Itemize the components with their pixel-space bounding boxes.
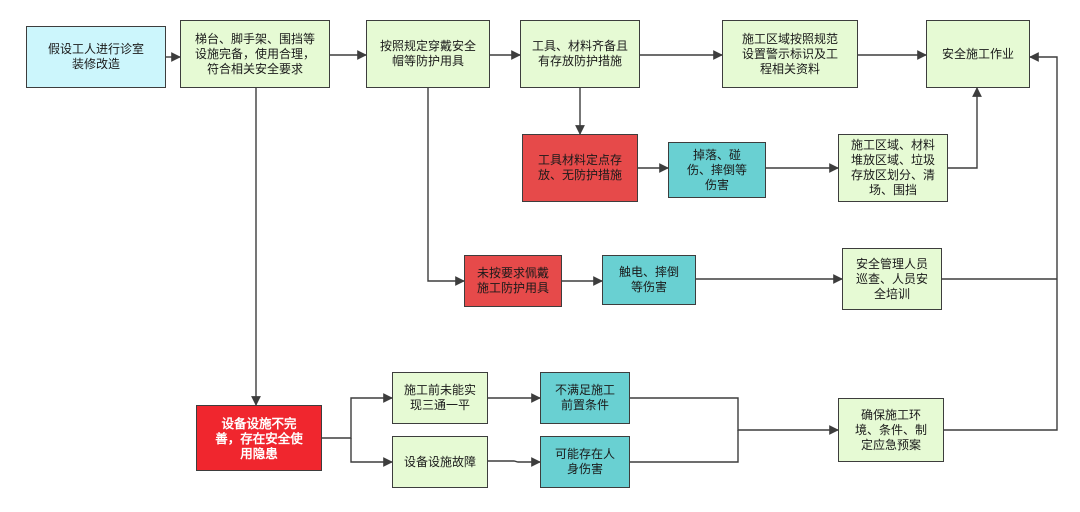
edge-n13-n15 bbox=[350, 438, 393, 467]
node-electric-shock: 触电、摔倒 等伤害 bbox=[602, 255, 696, 305]
edge-n15-n17 bbox=[488, 457, 541, 467]
node-equipment-hazard: 设备设施不完 善，存在安全使 用隐患 bbox=[196, 405, 322, 471]
node-facilities-complete: 梯台、脚手架、围挡等 设施完备，使用合理， 符合相关安全要求 bbox=[180, 20, 330, 88]
node-tools-ready: 工具、材料齐备且 有存放防护措施 bbox=[520, 20, 640, 88]
node-tools-no-protection: 工具材料定点存 放、无防护措施 bbox=[522, 134, 638, 202]
edge-n9-n6 bbox=[948, 87, 982, 169]
node-equipment-failure: 设备设施故障 bbox=[392, 436, 488, 488]
edge-n17-n18 bbox=[630, 430, 739, 463]
node-wear-helmet: 按照规定穿戴安全 帽等防护用具 bbox=[366, 20, 490, 88]
edge-n16-n18 bbox=[630, 397, 839, 435]
edge-n18-n6 bbox=[944, 52, 1058, 431]
node-no-protective-gear: 未按要求佩戴 施工防护用具 bbox=[464, 255, 562, 307]
node-warning-signs: 施工区域按照规范 设置警示标识及工 程相关资料 bbox=[722, 20, 858, 88]
edge-n3-n10 bbox=[427, 88, 465, 286]
edge-n13-n14 bbox=[322, 393, 393, 439]
node-area-division: 施工区域、材料 堆放区域、垃圾 存放区划分、清 场、围挡 bbox=[838, 134, 948, 202]
node-fall-injury: 掉落、碰 伤、摔倒等 伤害 bbox=[668, 142, 766, 198]
node-conditions-not-met: 不满足施工 前置条件 bbox=[540, 372, 630, 424]
node-preconditions-unmet: 施工前未能实 现三通一平 bbox=[392, 372, 488, 424]
node-emergency-plan: 确保施工环 境、条件、制 定应急预案 bbox=[838, 398, 944, 462]
node-safe-operation: 安全施工作业 bbox=[926, 20, 1030, 88]
node-start-renovation: 假设工人进行诊室 装修改造 bbox=[26, 26, 166, 88]
node-safety-inspection: 安全管理人员 巡查、人员安 全培训 bbox=[842, 248, 942, 310]
node-personal-injury: 可能存在人 身伤害 bbox=[540, 436, 630, 488]
